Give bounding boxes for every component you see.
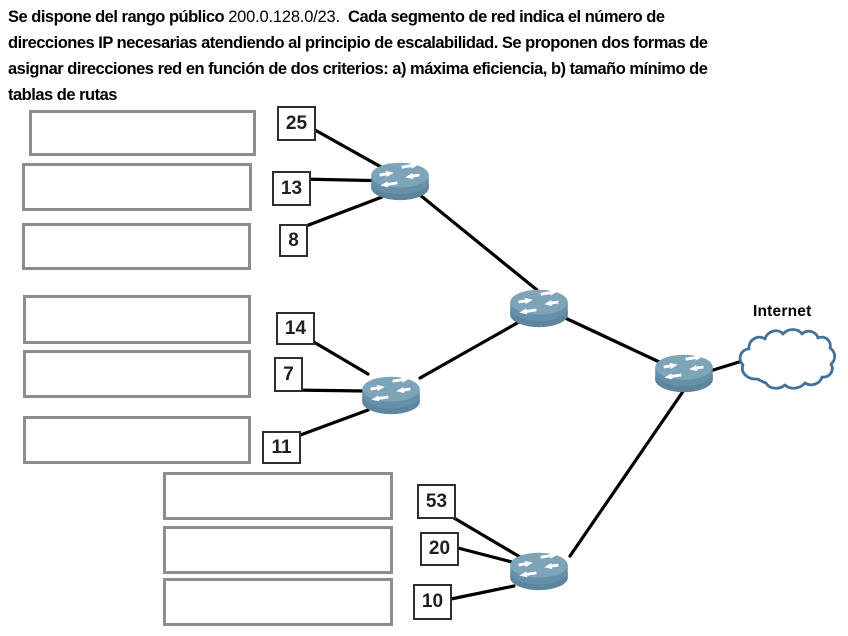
exercise-statement: Se dispone del rango público 200.0.128.0… bbox=[8, 4, 708, 108]
answer-box-1 bbox=[29, 110, 256, 156]
segment-size-8: 8 bbox=[279, 224, 308, 257]
segment-size-13: 13 bbox=[272, 171, 311, 206]
statement-text: Cada segmento de red indica el número de bbox=[339, 8, 665, 26]
answer-box-8 bbox=[163, 526, 393, 574]
link-lines bbox=[287, 128, 754, 601]
statement-line-3: asignar direcciones red en función de do… bbox=[8, 60, 708, 78]
internet-cloud-icon bbox=[738, 328, 837, 390]
statement-line-2: direcciones IP necesarias atendiendo al … bbox=[8, 34, 708, 52]
link-line-router-middle-core bbox=[418, 320, 521, 380]
statement-text: Se dispone del rango público bbox=[8, 8, 229, 26]
segment-size-14: 14 bbox=[276, 312, 315, 345]
link-line-10 bbox=[449, 584, 516, 601]
link-line-8 bbox=[304, 195, 384, 228]
answer-box-4 bbox=[23, 295, 251, 344]
link-line-core-edge bbox=[559, 314, 670, 368]
router-bottom-icon bbox=[508, 549, 570, 592]
answer-box-7 bbox=[163, 472, 393, 520]
answer-box-5 bbox=[23, 350, 251, 398]
ip-range-value: 200.0.128.0/23. bbox=[228, 8, 340, 26]
link-line-20 bbox=[456, 546, 514, 564]
router-edge-icon bbox=[653, 351, 715, 394]
link-line-11 bbox=[293, 408, 370, 439]
segment-size-53: 53 bbox=[417, 484, 456, 519]
internet-label: Internet bbox=[753, 303, 812, 320]
answer-box-2 bbox=[22, 163, 252, 211]
answer-box-3 bbox=[22, 223, 251, 270]
statement-line-1: Se dispone del rango público 200.0.128.0… bbox=[8, 4, 708, 30]
link-line-router-top-core bbox=[418, 193, 539, 292]
router-top-icon bbox=[369, 159, 431, 202]
link-line-25 bbox=[313, 128, 392, 174]
segment-size-11: 11 bbox=[262, 431, 301, 464]
answer-box-9 bbox=[163, 578, 393, 626]
link-line-14 bbox=[305, 336, 370, 376]
answer-box-6 bbox=[23, 416, 251, 464]
link-line-53 bbox=[452, 516, 522, 559]
segment-size-25: 25 bbox=[277, 106, 316, 141]
router-core-icon bbox=[508, 286, 570, 329]
segment-size-20: 20 bbox=[420, 532, 459, 566]
segment-size-7: 7 bbox=[274, 357, 303, 392]
statement-line-4: tablas de rutas bbox=[8, 86, 117, 104]
router-middle-icon bbox=[360, 373, 422, 416]
link-line-edge-router-bottom bbox=[568, 388, 686, 558]
segment-size-10: 10 bbox=[413, 584, 452, 620]
